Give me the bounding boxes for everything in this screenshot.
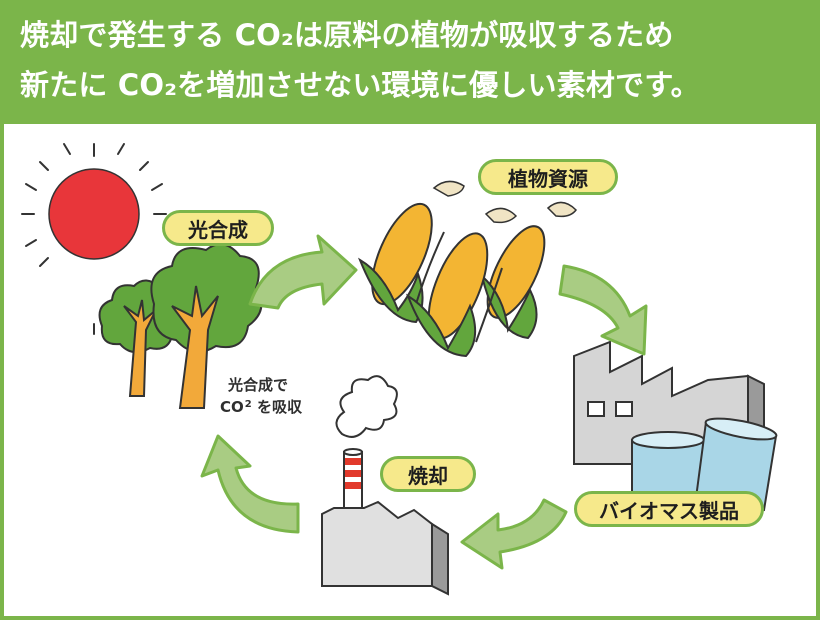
arrow-incineration-to-trees	[200, 434, 300, 534]
biomass-container-icon	[631, 417, 778, 512]
smoke-icon	[335, 375, 398, 438]
sun-icon	[21, 143, 167, 335]
annotation-absorb: を吸収	[256, 398, 302, 416]
cycle-illustration	[21, 143, 778, 596]
label-photosynthesis: 光合成	[162, 210, 274, 246]
annotation-line-2: CO2 を吸収	[220, 395, 302, 417]
incinerator-illustration	[321, 375, 449, 596]
corn-illustration	[357, 180, 577, 358]
arrow-plants-to-factory	[558, 264, 648, 356]
annotation-line-1: 光合成で	[228, 376, 289, 394]
label-biomass-products: バイオマス製品	[574, 491, 764, 527]
header-line-2: 新たに CO₂を増加させない環境に優しい素材です。	[20, 68, 700, 102]
arrow-photosynthesis-to-plants	[248, 234, 358, 310]
label-incineration-text: 焼却	[408, 463, 448, 488]
annotation-co2-subscript: 2	[244, 399, 252, 410]
trees-illustration	[98, 243, 263, 409]
label-incineration: 焼却	[380, 456, 476, 492]
label-biomass-products-text: バイオマス製品	[599, 498, 739, 523]
photosynthesis-annotation: 光合成で CO2 を吸収	[220, 376, 302, 417]
header-banner: 焼却で発生する CO₂は原料の植物が吸収するため 新たに CO₂を増加させない環…	[4, 4, 816, 124]
corn-cob-left	[357, 180, 465, 324]
header-line-1: 焼却で発生する CO₂は原料の植物が吸収するため	[20, 18, 674, 52]
label-plant-resources: 植物資源	[478, 159, 618, 195]
label-photosynthesis-text: 光合成	[188, 217, 248, 242]
annotation-co2: CO	[220, 398, 244, 416]
label-plant-resources-text: 植物資源	[508, 166, 588, 191]
tree-front	[150, 243, 263, 409]
corn-cob-right	[480, 201, 577, 340]
corn-cob-middle	[406, 207, 518, 358]
arrow-products-to-incineration	[460, 498, 568, 570]
